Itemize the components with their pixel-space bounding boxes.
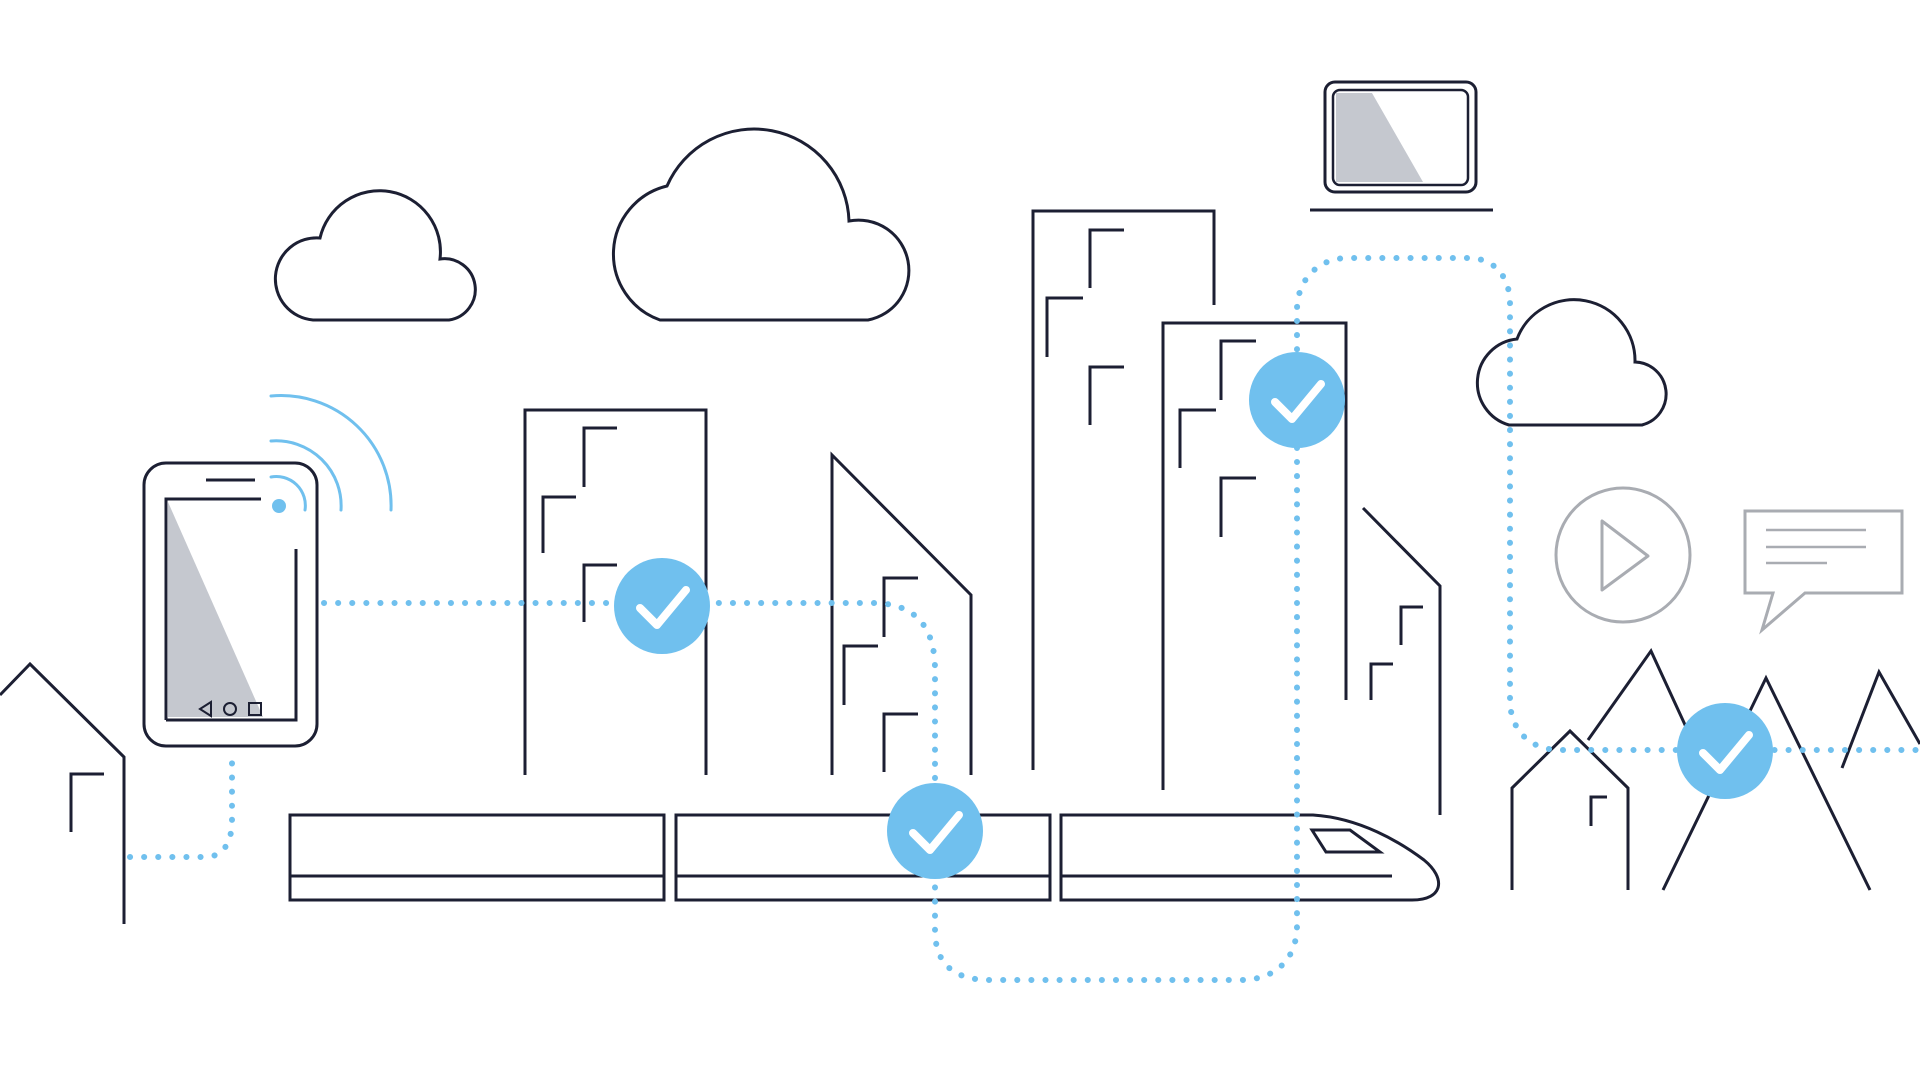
connection-route [127, 255, 1920, 983]
home-circle-icon [223, 702, 237, 716]
cloud-icon [273, 189, 477, 322]
building [830, 451, 973, 775]
back-triangle-icon [198, 700, 212, 718]
cloud-icon [1475, 298, 1668, 427]
checkmark-icon [614, 558, 710, 654]
checkmark-icon [1677, 703, 1773, 799]
building [1031, 209, 1216, 770]
wifi-signal-icon [269, 394, 393, 513]
chat-bubble-icon [1743, 509, 1904, 635]
checkmark-icon [887, 783, 983, 879]
building [1361, 506, 1442, 815]
smartphone-icon [142, 461, 319, 748]
checkmark-icon [1249, 352, 1345, 448]
cloud-icon [612, 127, 911, 322]
house [0, 661, 126, 924]
play-icon [1554, 486, 1692, 624]
mountain [1661, 674, 1872, 891]
building [1161, 321, 1348, 790]
recents-square-icon [248, 702, 262, 716]
house [1510, 728, 1630, 890]
train-icon [288, 813, 1440, 902]
mountain [1840, 668, 1920, 769]
mountain [1586, 648, 1694, 741]
laptop-icon [1310, 80, 1493, 212]
